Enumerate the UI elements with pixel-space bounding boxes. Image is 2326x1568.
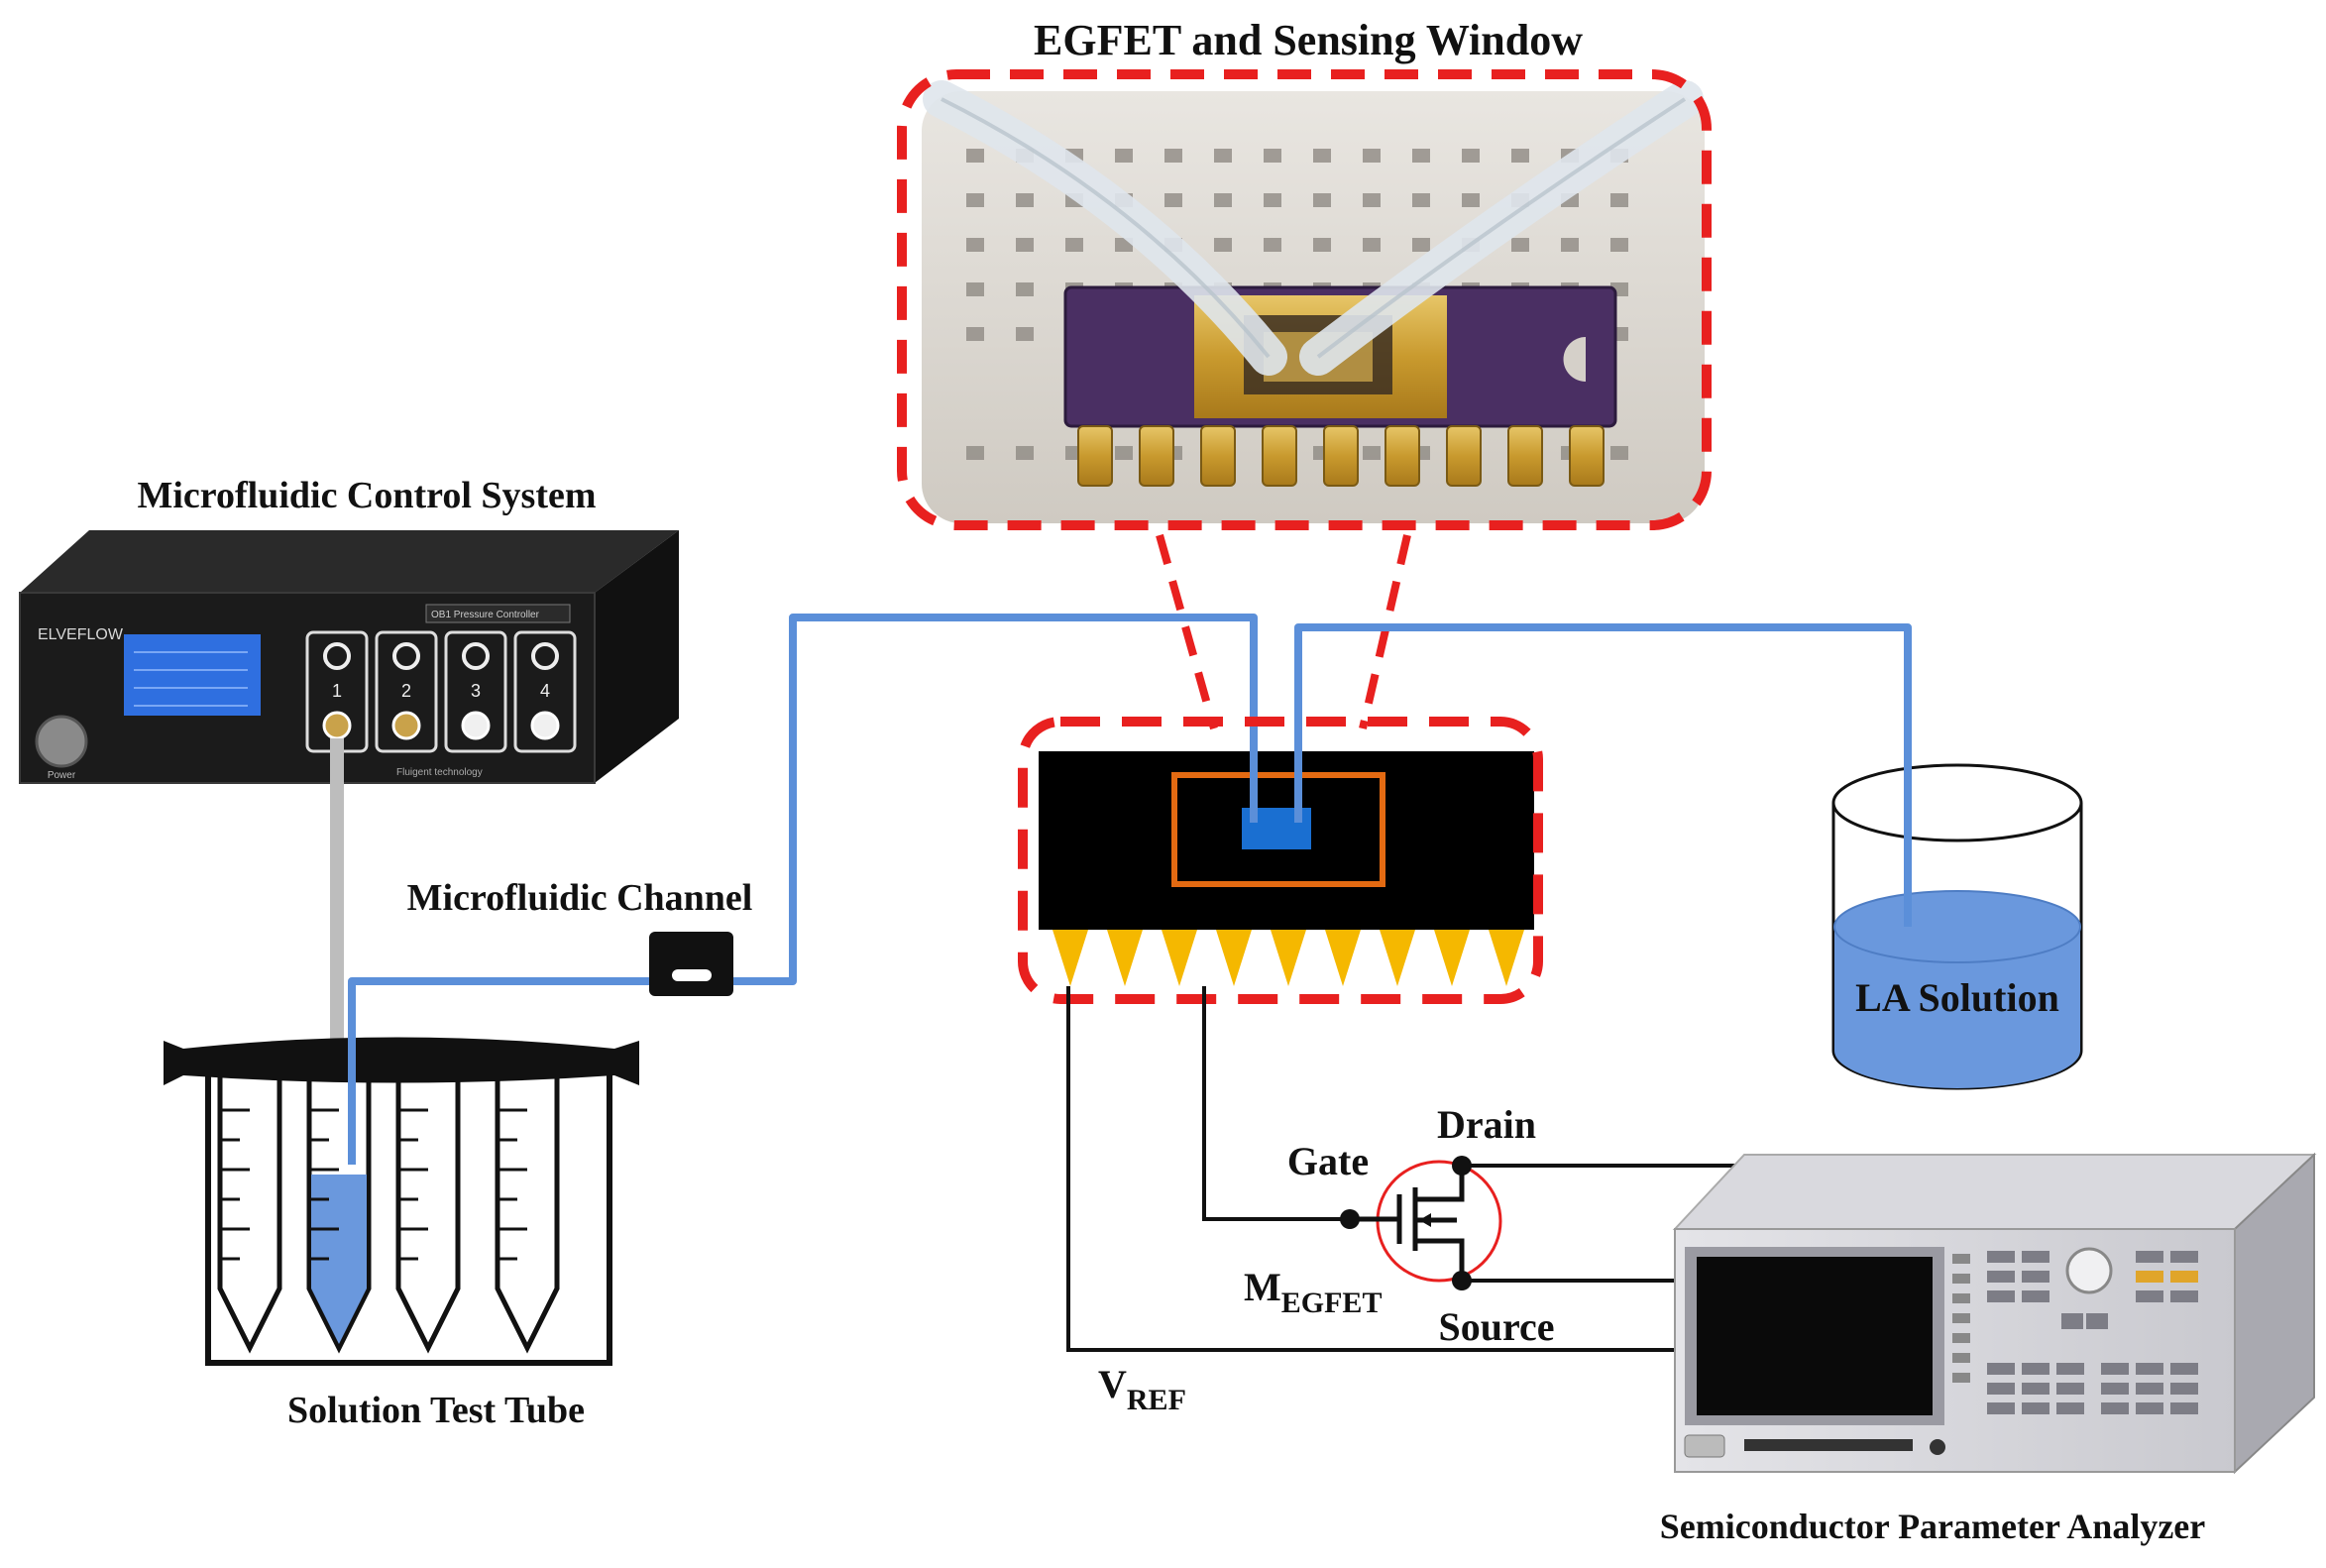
mosfet-name-main: M [1244, 1265, 1281, 1309]
test-tube-liquid [311, 1175, 367, 1344]
controller-footer: Fluigent technology [396, 767, 483, 778]
gate-wire [1202, 986, 1353, 1221]
channel-1-label: 1 [332, 681, 342, 701]
analyzer-softkeys [1952, 1254, 1970, 1383]
inlet-tubing [348, 614, 1258, 1165]
power-label: Power [48, 770, 76, 781]
test-tube-2-filled [306, 1075, 372, 1354]
channel-module-3: 3 [444, 630, 507, 753]
egfet-photo-inset [922, 80, 1705, 523]
test-tube-1 [217, 1075, 282, 1354]
vref-label: VREF [1098, 1362, 1186, 1416]
analyzer-knob [2065, 1247, 2113, 1294]
model-tag: OB1 Pressure Controller [431, 610, 540, 620]
channel-label: Microfluidic Channel [407, 877, 753, 919]
drain-label: Drain [1437, 1102, 1536, 1147]
vref-main: V [1098, 1362, 1127, 1406]
channel-3-label: 3 [471, 681, 481, 701]
gold-leads-photo [1077, 425, 1605, 487]
lcd-screen [124, 634, 261, 716]
power-button-icon [35, 715, 88, 768]
analyzer-keypad [1987, 1251, 2198, 1414]
photo-dashed-frame [897, 69, 1712, 530]
pressure-controller: ELVEFLOW Power OB1 Pressure Controller 1… [19, 530, 679, 784]
gate-label: Gate [1287, 1139, 1369, 1183]
sensing-window-outline [1171, 772, 1385, 887]
chip-dashed-frame [1018, 717, 1543, 1004]
parameter-analyzer [1672, 1152, 2317, 1475]
beaker-liquid [1834, 927, 2080, 1088]
analyzer-label: Semiconductor Parameter Analyzer [1660, 1507, 2206, 1546]
test-tube-rack [164, 1037, 639, 1366]
egfet-window-title: EGFET and Sensing Window [1034, 16, 1583, 64]
channel-2-label: 2 [401, 681, 411, 701]
channel-4-label: 4 [540, 681, 550, 701]
test-tube-3 [395, 1075, 461, 1354]
test-tube-4 [495, 1075, 560, 1354]
zoom-line-right [1359, 534, 1411, 729]
source-label: Source [1438, 1304, 1554, 1349]
drain-node [1452, 1156, 1472, 1176]
source-node [1452, 1271, 1472, 1290]
la-solution-label: LA Solution [1855, 975, 2059, 1020]
chip-pins [1052, 930, 1524, 986]
mosfet-symbol [1340, 1156, 1502, 1290]
gate-node [1340, 1209, 1360, 1229]
vref-wire [1066, 986, 1675, 1352]
zoom-line-left [1156, 533, 1218, 730]
vref-sub: REF [1127, 1384, 1186, 1416]
circuit-wires [1066, 986, 1739, 1352]
test-tube-label: Solution Test Tube [287, 1390, 585, 1431]
mosfet-name-label: MEGFET [1244, 1265, 1382, 1319]
control-system-label: Microfluidic Control System [138, 475, 597, 516]
microfluidic-channel-block [649, 932, 733, 996]
la-solution-beaker [1831, 763, 2083, 1090]
analyzer-disk-slot [1744, 1439, 1913, 1451]
brand-logo-text: ELVEFLOW [38, 626, 124, 643]
tube-holder-bar [164, 1037, 639, 1085]
egfet-chip [1039, 751, 1534, 986]
channel-module-2: 2 [375, 630, 438, 753]
mosfet-name-sub: EGFET [1281, 1287, 1383, 1319]
channel-module-4: 4 [513, 630, 577, 753]
